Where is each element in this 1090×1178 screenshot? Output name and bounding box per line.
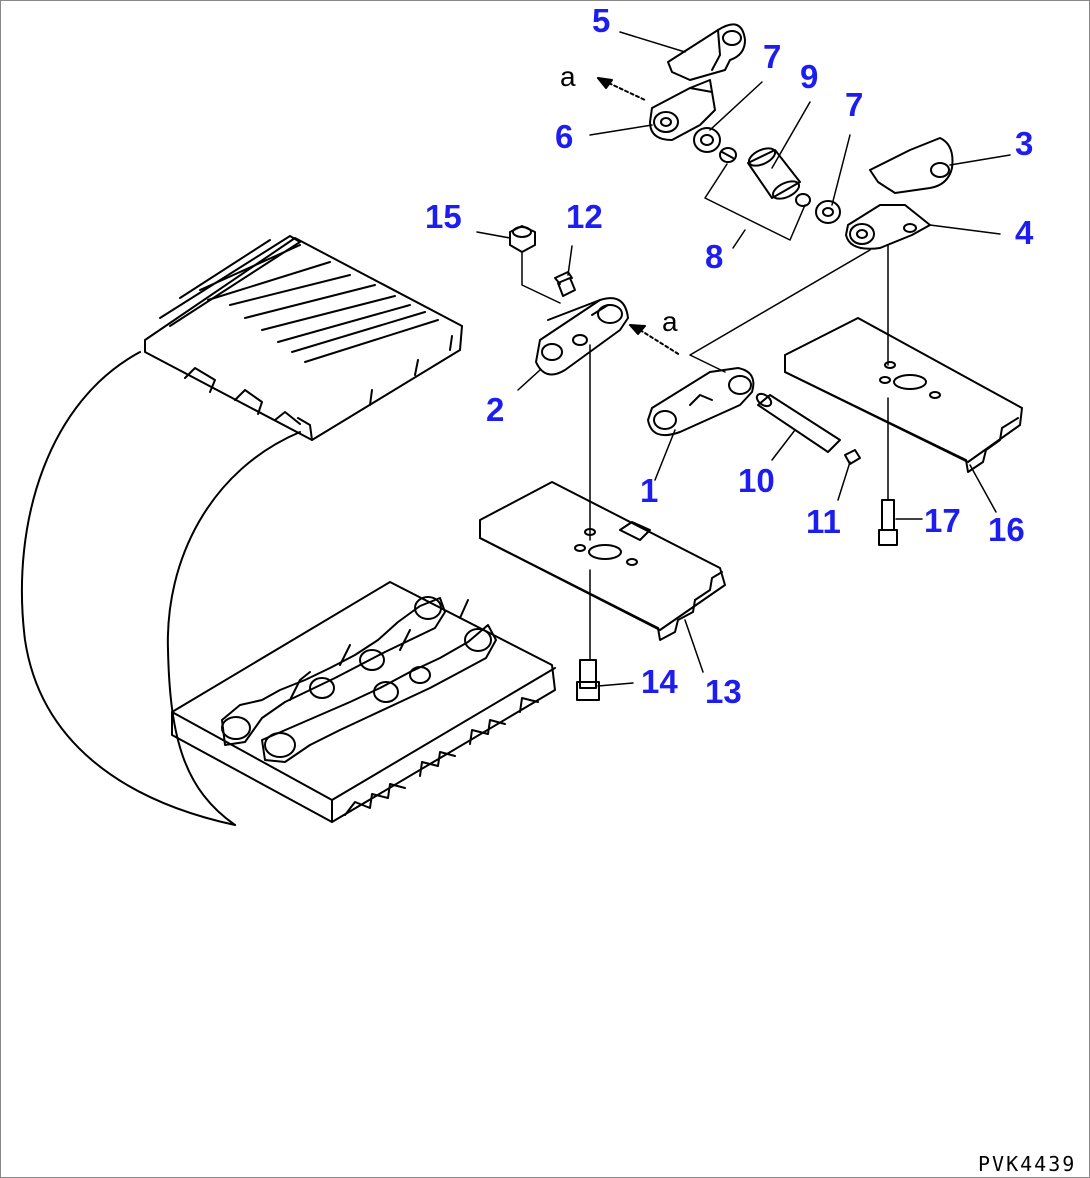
callout-17: 17 — [924, 502, 961, 539]
callout-11: 11 — [806, 503, 841, 540]
callout-16: 16 — [988, 511, 1025, 548]
drawing-number: PVK4439 — [978, 1152, 1077, 1176]
seal-7-right — [815, 200, 841, 224]
track-loop-inner — [166, 431, 301, 826]
pin-11 — [844, 449, 861, 465]
track-loop-outline — [20, 351, 236, 826]
view-marker-a-top: a — [560, 61, 576, 92]
callout-3: 3 — [1015, 125, 1034, 162]
callout-10: 10 — [738, 462, 775, 499]
callout-14: 14 — [641, 663, 678, 700]
callout-7-left: 7 — [763, 38, 782, 75]
pin-10 — [755, 392, 841, 453]
master-link-5 — [667, 23, 746, 81]
leader-lines — [476, 31, 1011, 687]
callout-2: 2 — [486, 391, 505, 428]
callout-9: 9 — [800, 58, 819, 95]
bolt-17 — [878, 499, 898, 546]
nut-15 — [509, 225, 536, 253]
shoe-16 — [784, 317, 1023, 473]
spacer-8-right — [795, 193, 811, 207]
callout-13: 13 — [705, 673, 742, 710]
callout-5: 5 — [592, 2, 611, 39]
callout-6: 6 — [555, 118, 574, 155]
seal-7-left — [693, 127, 721, 153]
master-link-3 — [869, 137, 954, 194]
view-arrows — [597, 77, 681, 356]
callout-4: 4 — [1015, 214, 1034, 251]
bolt-14 — [576, 659, 600, 701]
link-1 — [647, 367, 755, 436]
bolt-12 — [554, 271, 576, 297]
master-link-6 — [649, 79, 716, 141]
callout-1: 1 — [640, 472, 659, 509]
track-assembly — [20, 235, 556, 826]
callout-15: 15 — [425, 198, 462, 235]
master-link-4 — [845, 204, 931, 250]
view-marker-a-middle: a — [662, 306, 678, 337]
bushing-9 — [747, 147, 801, 200]
spacer-8-left — [719, 147, 737, 163]
lower-links — [171, 581, 556, 823]
callout-7-right: 7 — [845, 86, 864, 123]
shoe-13 — [479, 481, 726, 641]
callout-12: 12 — [566, 198, 603, 235]
callout-8: 8 — [705, 238, 724, 275]
upper-shoes — [144, 235, 463, 441]
link-2 — [535, 297, 629, 376]
